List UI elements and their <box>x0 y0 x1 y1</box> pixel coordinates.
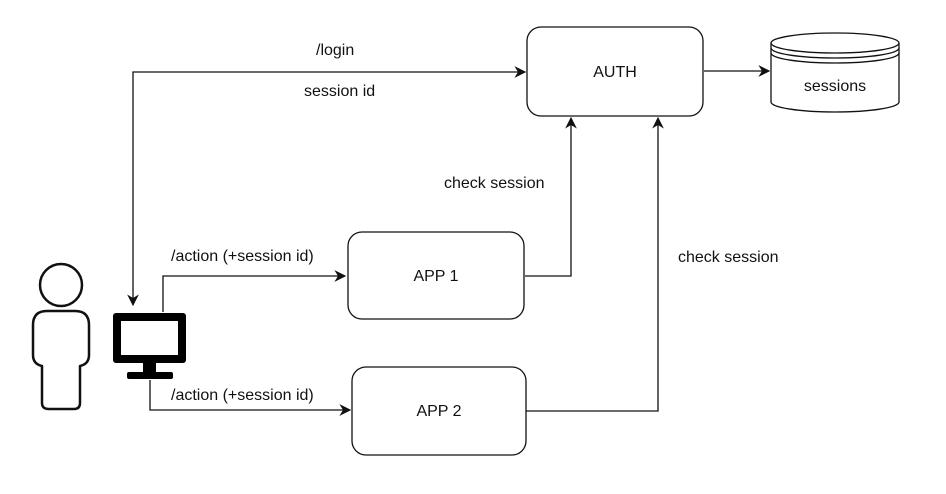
person-icon <box>31 262 91 411</box>
login-edge <box>127 66 527 307</box>
sessions-database: sessions <box>770 32 900 113</box>
action-1-label: /action (+session id) <box>171 248 314 265</box>
app1-check-session-edge <box>525 116 577 277</box>
app1-node: APP 1 <box>347 231 525 320</box>
check-session-label-1: check session <box>444 175 545 192</box>
session-id-label: session id <box>304 83 375 100</box>
action-2-label: /action (+session id) <box>171 387 314 404</box>
app2-label: APP 2 <box>416 403 461 420</box>
action-2-edge <box>149 380 352 416</box>
app1-label: APP 1 <box>413 268 458 285</box>
auth-node: AUTH <box>526 26 704 117</box>
action-1-edge <box>162 270 347 312</box>
check-session-label-2: check session <box>678 249 779 266</box>
database-icon <box>770 43 900 113</box>
app2-node: APP 2 <box>351 366 527 456</box>
app2-check-session-edge <box>526 116 664 412</box>
auth-label: AUTH <box>593 64 637 81</box>
login-label: /login <box>316 42 354 59</box>
sessions-label: sessions <box>804 78 866 95</box>
monitor-icon <box>113 313 186 379</box>
